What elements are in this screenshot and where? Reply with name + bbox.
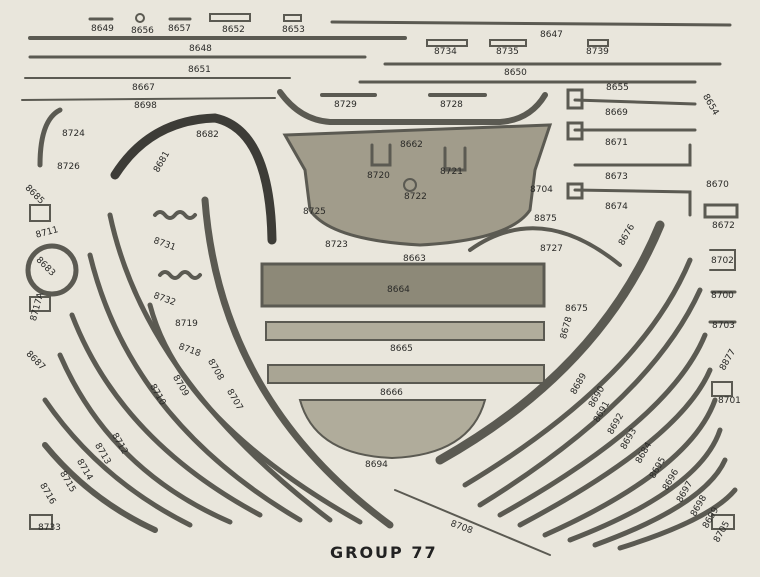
part-number: 8724 [62,129,85,139]
part-number: 8670 [706,180,729,190]
part-number: 8669 [605,108,628,118]
part-number: 8734 [434,47,457,57]
part-number: 8647 [540,30,563,40]
part-number: 8672 [712,221,735,231]
part-number: 8662 [400,140,423,150]
part-number: 8698 [134,101,157,111]
part-number: 8666 [380,388,403,398]
part-number: 8675 [565,304,588,314]
part-number: 8721 [440,167,463,177]
part-number: 8704 [530,185,553,195]
part-number: 8648 [189,44,212,54]
part-number: 8664 [387,285,410,295]
part-number: 8650 [504,68,527,78]
part-number: 8656 [131,26,154,36]
part-number: 8655 [606,83,629,93]
group-caption: GROUP 77 [330,543,438,562]
part-number: 8663 [403,254,426,264]
part-number: 8725 [303,207,326,217]
part-number: 8739 [586,47,609,57]
part-number: 8653 [282,25,305,35]
part-number: 8694 [365,460,388,470]
part-number: 8720 [367,171,390,181]
part-number: 8667 [132,83,155,93]
part-number: 8726 [57,162,80,172]
part-number: 8700 [711,291,734,301]
part-number: 8727 [540,244,563,254]
part-number: 8733 [38,523,61,533]
part-number: 8701 [718,396,741,406]
part-number: 8665 [390,344,413,354]
part-number: 8682 [196,130,219,140]
part-number: 8652 [222,25,245,35]
part-number: 8651 [188,65,211,75]
part-number: 8702 [711,256,734,266]
part-number: 8649 [91,24,114,34]
part-number: 8722 [404,192,427,202]
part-number: 8723 [325,240,348,250]
part-number: 8875 [534,214,557,224]
part-number: 8673 [605,172,628,182]
part-number: 8671 [605,138,628,148]
part-number: 8728 [440,100,463,110]
part-number: 8674 [605,202,628,212]
part-number: 8719 [175,319,198,329]
part-number: 8729 [334,100,357,110]
part-number: 8703 [712,321,735,331]
part-number: 8657 [168,24,191,34]
part-number: 8735 [496,47,519,57]
